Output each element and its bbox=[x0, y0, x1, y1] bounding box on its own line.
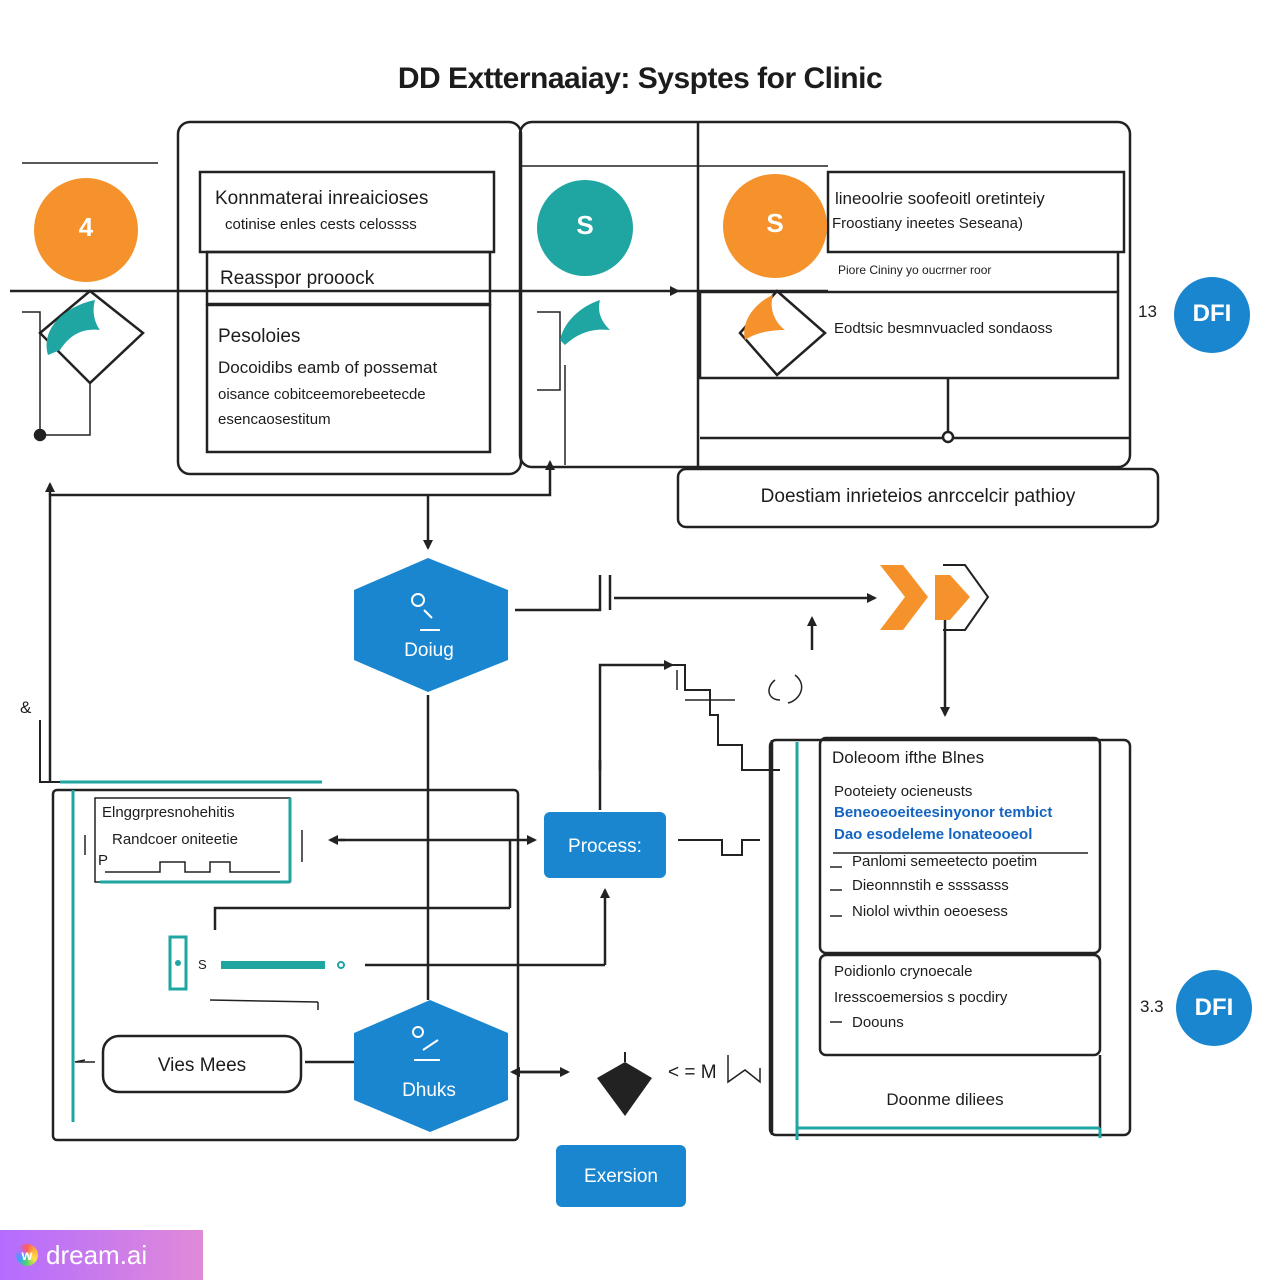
hex-top-label: Doiug bbox=[404, 640, 454, 661]
hex-bottom-label: Dhuks bbox=[402, 1080, 456, 1101]
dfi-badge-bottom bbox=[1176, 970, 1252, 1046]
gem-icon bbox=[597, 1062, 652, 1116]
dfi-badge-top bbox=[1174, 277, 1250, 353]
lower-left-line3: esencaosestitum bbox=[218, 411, 331, 428]
right-panel-heading: Doleoom ifthe Blnes bbox=[832, 748, 985, 767]
right-box2-line2: Iresscoemersios s pocdiry bbox=[834, 989, 1008, 1006]
right-panel-blue1: Beneoeoeiteesinyonor tembict bbox=[834, 804, 1053, 821]
dfi-top-label: DFI bbox=[1192, 300, 1232, 327]
mid-left-box-label: Reasspor prooock bbox=[220, 268, 375, 289]
dream-logo-icon: w bbox=[16, 1244, 38, 1266]
circle-left bbox=[34, 178, 138, 282]
circle-mid bbox=[537, 180, 633, 276]
lower-left-line2: oisance cobitceemorebeetecde bbox=[218, 386, 426, 403]
side-number-top: 13 bbox=[1138, 302, 1157, 321]
vies-mees-label: Vies Mees bbox=[157, 1055, 247, 1076]
right-panel-frame bbox=[768, 738, 1132, 1137]
left-panel-line3: P bbox=[98, 852, 109, 869]
top-right-line2: Froostiany ineetes Seseana) bbox=[832, 215, 1023, 232]
right-box2 bbox=[818, 953, 1102, 1057]
top-right-line3: Piore Cininy yo oucrrner roor bbox=[838, 263, 992, 277]
circle-left-label: 4 bbox=[78, 212, 94, 242]
chevron-right-icon-2 bbox=[935, 575, 970, 620]
right-box2-line1: Poidionlo crynoecale bbox=[834, 963, 973, 980]
slider-handle[interactable] bbox=[168, 935, 188, 991]
lower-left-heading: Pesoloies bbox=[218, 326, 301, 347]
left-panel-line2: Randcoer oniteetie bbox=[112, 831, 238, 848]
leaf-icon-teal-mid bbox=[560, 300, 610, 345]
extension-label: Exersion bbox=[584, 1166, 658, 1187]
hex-top[interactable] bbox=[354, 558, 508, 692]
left-margin-mark: & bbox=[20, 698, 32, 717]
vies-mees-box bbox=[101, 1034, 303, 1094]
top-right-line4: Eodtsic besmnvuacled sondaoss bbox=[834, 320, 1053, 337]
circle-mid-label: S bbox=[576, 210, 594, 240]
leaf-icon-orange bbox=[744, 295, 785, 340]
right-mid-box bbox=[698, 290, 1120, 380]
top-left-box-line1: Konnmaterai inreaicioses bbox=[215, 188, 429, 209]
top-right-box bbox=[826, 170, 1126, 254]
lower-left-box bbox=[205, 303, 492, 454]
page-title: DD Extternaaiay: Sysptes for Clinic bbox=[397, 62, 883, 95]
bracket-icon bbox=[768, 674, 803, 704]
decision-box bbox=[676, 467, 1160, 529]
left-panel-line1: Elnggrpresnohehitis bbox=[102, 804, 235, 821]
top-right-container bbox=[518, 120, 1132, 469]
right-panel-line1: Pooteiety ocieneusts bbox=[834, 783, 973, 800]
slider-mark: S bbox=[198, 957, 207, 972]
extension-box[interactable] bbox=[556, 1145, 686, 1207]
decision-box-label: Doestiam inrieteios anrccelcir pathioy bbox=[760, 486, 1076, 507]
right-panel-item2: Dieonnnstih e ssssasss bbox=[852, 877, 1009, 894]
top-right-line1: lineoolrie soofeoitl oretinteiy bbox=[835, 189, 1045, 208]
top-left-box-line2: cotinise enles cests celossss bbox=[225, 216, 417, 233]
formula-text: < = M bbox=[668, 1062, 717, 1083]
process-box[interactable] bbox=[544, 812, 666, 878]
dfi-bottom-label: DFI bbox=[1194, 994, 1234, 1021]
dream-ai-watermark: w dream.ai bbox=[0, 1230, 203, 1280]
chevron-right-icon-1 bbox=[880, 565, 928, 630]
right-panel-item1: Panlomi semeetecto poetim bbox=[852, 853, 1038, 870]
leaf-icon-teal-left bbox=[46, 300, 100, 355]
right-panel-box bbox=[818, 736, 1102, 955]
circle-right-label: S bbox=[766, 208, 784, 238]
right-box3-label: Doonme diliees bbox=[886, 1090, 1004, 1109]
watermark-text: dream.ai bbox=[46, 1239, 148, 1270]
circle-right bbox=[723, 174, 827, 278]
right-panel-item3: Niolol wivthin oeoesess bbox=[852, 903, 1008, 920]
lower-left-line1: Docoidibs eamb of possemat bbox=[218, 358, 438, 377]
side-number-bottom: 3.3 bbox=[1140, 997, 1164, 1016]
right-box2-line3: Doouns bbox=[852, 1014, 904, 1031]
hex-bottom[interactable] bbox=[354, 1000, 508, 1132]
top-left-box bbox=[198, 170, 496, 254]
process-label: Process: bbox=[568, 836, 642, 857]
right-panel-blue2: Dao esodeleme lonateooeol bbox=[834, 826, 1033, 843]
